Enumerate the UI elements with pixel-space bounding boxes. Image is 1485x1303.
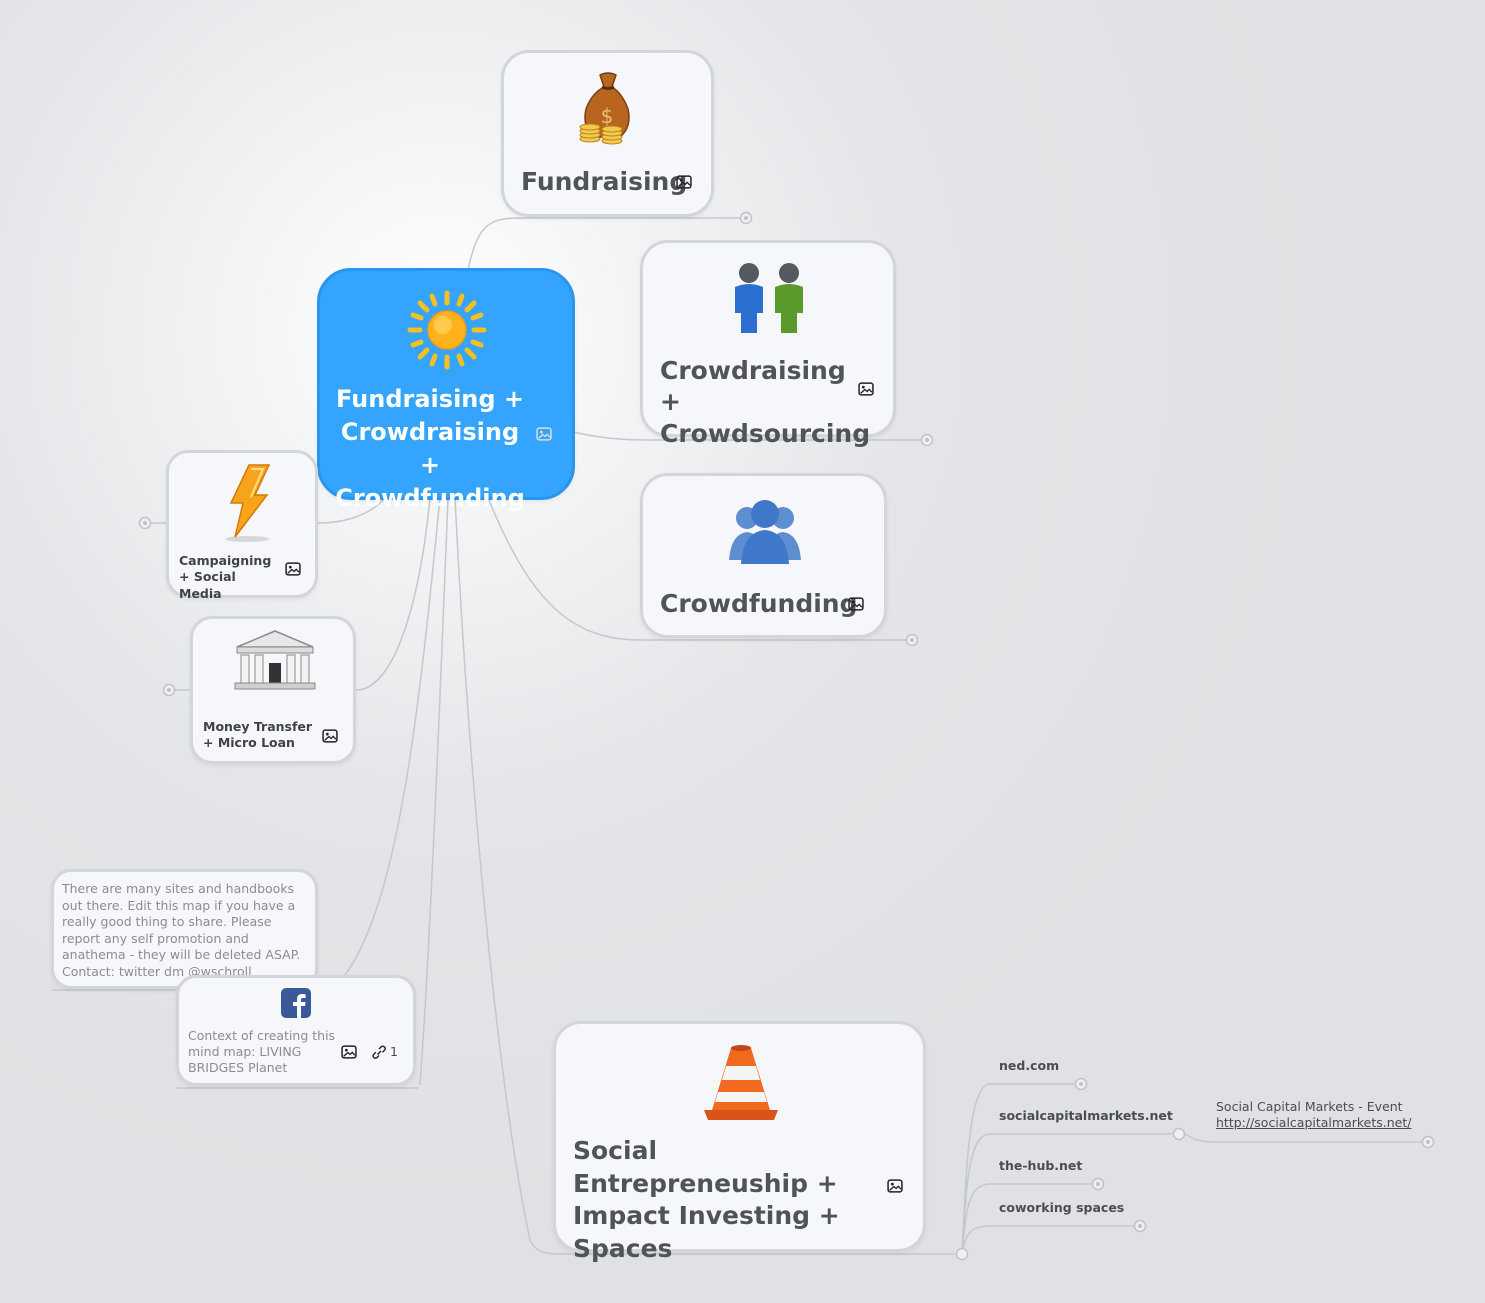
node-note[interactable]: There are many sites and handbooks out t… [51, 869, 318, 989]
event-title: Social Capital Markets - Event [1216, 1099, 1403, 1114]
image-icon[interactable] [536, 427, 552, 441]
node-title: Social Entrepreneuship + Impact Investin… [573, 1136, 840, 1263]
image-icon[interactable] [676, 175, 692, 189]
node-title: Money Transfer + Micro Loan [203, 719, 313, 751]
connector-social [454, 497, 955, 1255]
connector-fundraising [467, 217, 740, 271]
svg-text:$: $ [601, 104, 614, 128]
sun-icon [407, 290, 487, 370]
connector-crowdfunding [487, 497, 906, 641]
context-text: Context of creating this mind map: LIVIN… [188, 1028, 336, 1075]
node-title: Crowdfunding [660, 589, 858, 618]
image-icon[interactable] [322, 729, 338, 743]
image-icon[interactable] [341, 1045, 357, 1059]
node-crowdfunding[interactable]: Crowdfunding [640, 473, 887, 638]
node-social[interactable]: Social Entrepreneuship + Impact Investin… [553, 1021, 926, 1263]
node-money-transfer[interactable]: Money Transfer + Micro Loan [190, 616, 356, 764]
node-title: Campaigning + Social Media [179, 553, 272, 601]
leaf-the-hub[interactable]: the-hub.net [999, 1158, 1083, 1173]
collapse-handle [1172, 1127, 1186, 1141]
node-title: Fundraising [521, 167, 688, 196]
two-people-icon [735, 263, 803, 333]
leaf-note-event[interactable]: Social Capital Markets - Event http://so… [1216, 1099, 1411, 1131]
connector-note [344, 497, 441, 976]
root-title: Fundraising + Crowdraising + Crowdfundin… [335, 385, 525, 512]
group-icon [729, 500, 801, 564]
leaf-ned[interactable]: ned.com [999, 1058, 1060, 1073]
node-crowdraising[interactable]: Crowdraising + Crowdsourcing [640, 240, 896, 448]
node-context[interactable]: Context of creating this mind map: LIVIN… [176, 975, 416, 1086]
connector-money [174, 497, 431, 691]
image-icon[interactable] [858, 382, 874, 396]
collapse-handle [955, 1247, 969, 1261]
node-fundraising[interactable]: $ Fundraising [501, 50, 714, 217]
root-node[interactable]: Fundraising + Crowdraising + Crowdfundin… [317, 268, 575, 512]
link-icon[interactable] [371, 1045, 387, 1059]
leaf-coworking[interactable]: coworking spaces [999, 1200, 1125, 1215]
connector-crowdraising [572, 431, 921, 441]
image-icon[interactable] [887, 1179, 903, 1193]
node-title: Crowdraising + Crowdsourcing [660, 356, 871, 448]
link-count: 1 [390, 1044, 398, 1059]
node-campaigning[interactable]: Campaigning + Social Media [166, 450, 318, 601]
leaf-socialcapitalmarkets[interactable]: socialcapitalmarkets.net [999, 1108, 1173, 1123]
lightning-icon [225, 464, 271, 542]
event-link[interactable]: http://socialcapitalmarkets.net/ [1216, 1115, 1412, 1130]
image-icon[interactable] [285, 562, 301, 576]
traffic-cone-icon [704, 1045, 778, 1120]
money-bag-icon: $ [579, 72, 630, 145]
bank-icon [234, 630, 316, 690]
connector-campaigning [150, 497, 386, 524]
note-text: There are many sites and handbooks out t… [62, 881, 301, 979]
connector-context [419, 497, 449, 1086]
facebook-icon [281, 988, 311, 1018]
image-icon[interactable] [848, 597, 864, 611]
